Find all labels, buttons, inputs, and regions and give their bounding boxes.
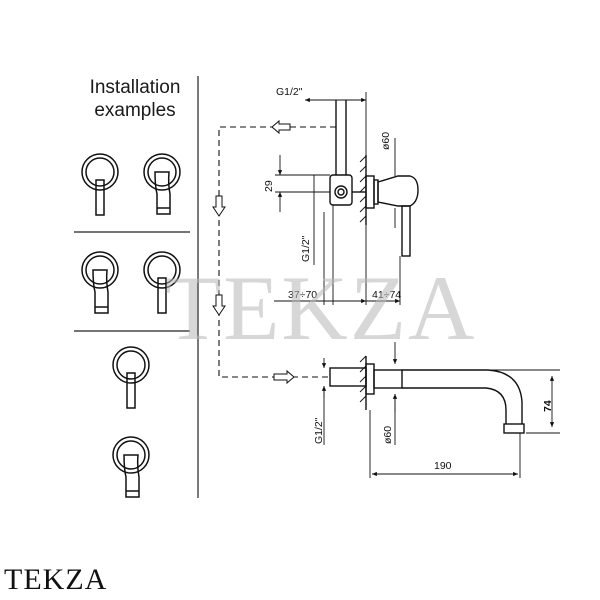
water-path-dashed [218,126,336,378]
flow-arrow-down-2 [212,294,226,316]
label-height-74: 74 [542,400,554,412]
label-thread-top: G1/2" [276,86,303,98]
label-thread-bottom: G1/2" [313,417,325,444]
brand-logo-text: TEKZA [4,563,108,596]
mixer-body-side-view [329,100,419,257]
example-spout-1 [143,153,181,215]
example-spout-2 [81,251,119,314]
flow-arrow-left [271,119,291,135]
installation-examples-title: Installation examples [70,76,200,122]
label-offset-29: 29 [263,180,275,192]
example-mixer-lever-1 [81,153,119,216]
title-line-2: examples [94,100,176,121]
dimension-lines-top [274,92,401,305]
flow-arrow-right [273,369,295,385]
example-mixer-lever-3 [112,346,150,409]
label-range-body: 41÷74 [372,289,401,301]
label-diameter-bottom: ø60 [382,426,394,444]
title-line-1: Installation [89,77,181,98]
example-spout-3 [112,436,150,498]
label-range-wall: 37÷70 [288,289,317,301]
spout-side-view [329,355,525,434]
dimension-lines-bottom [321,342,560,478]
label-thread-side: G1/2" [300,235,312,262]
example-mixer-lever-2 [143,251,181,314]
flow-arrows [212,119,295,385]
label-length-190: 190 [434,460,452,472]
label-diameter-top: ø60 [380,132,392,150]
flow-arrow-down-1 [212,195,226,217]
